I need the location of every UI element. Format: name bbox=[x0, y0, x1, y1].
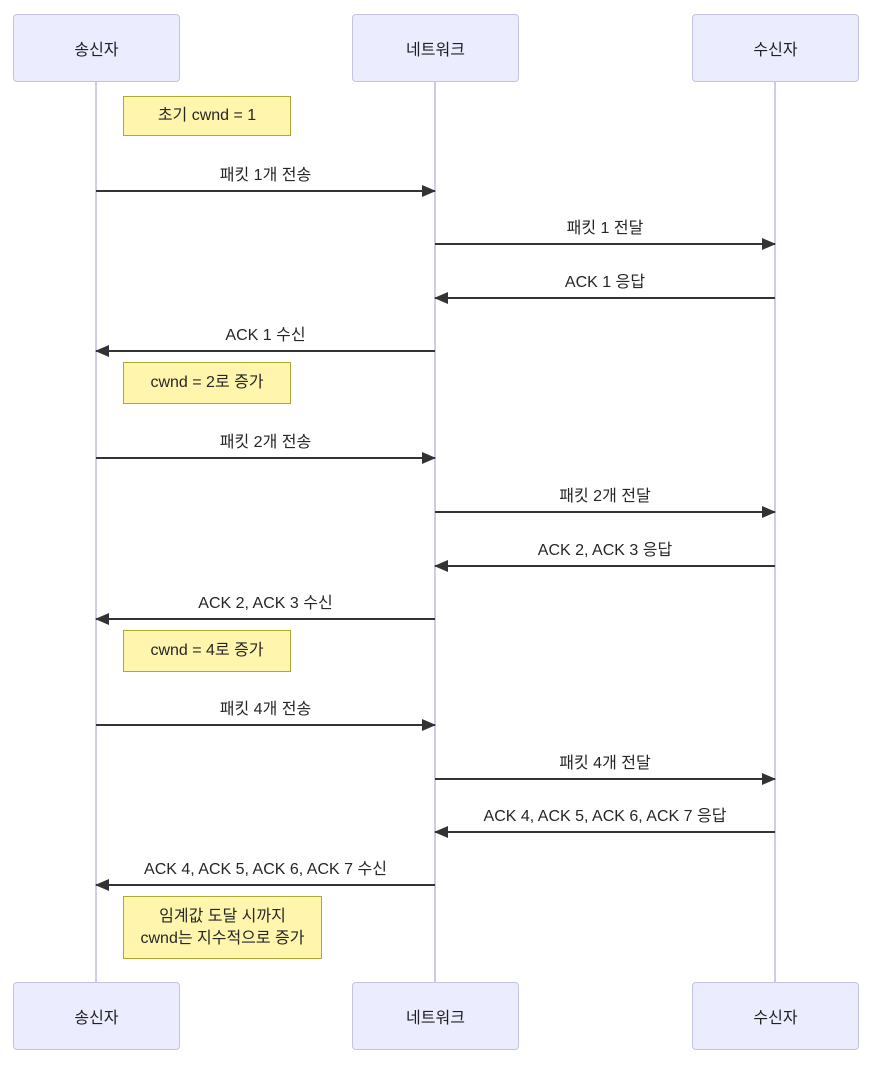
note-initial-cwnd: 초기 cwnd = 1 bbox=[123, 96, 291, 136]
message-arrow-line bbox=[96, 618, 435, 620]
message-label: 패킷 2개 전달 bbox=[559, 488, 651, 505]
arrowhead-right-icon bbox=[422, 452, 436, 464]
message-arrow-line bbox=[96, 350, 435, 352]
message-arrow-line bbox=[435, 243, 775, 245]
note-text: 초기 cwnd = 1 bbox=[157, 107, 257, 125]
message-arrow-line bbox=[96, 724, 435, 726]
arrowhead-right-icon bbox=[422, 185, 436, 197]
actor-label: 수신자 bbox=[753, 42, 798, 59]
note-text: 임계값 도달 시까지 cwnd는 지수적으로 증가 bbox=[140, 907, 305, 947]
message-label: ACK 4, ACK 5, ACK 6, ACK 7 수신 bbox=[144, 861, 387, 878]
note-text: cwnd = 2로 증가 bbox=[150, 374, 264, 392]
actor-receiver-top: 수신자 bbox=[692, 14, 859, 82]
arrowhead-left-icon bbox=[95, 879, 109, 891]
message-label: ACK 2, ACK 3 응답 bbox=[537, 542, 673, 559]
arrowhead-right-icon bbox=[762, 773, 776, 785]
actor-label: 송신자 bbox=[74, 42, 119, 59]
arrowhead-left-icon bbox=[434, 292, 448, 304]
arrowhead-left-icon bbox=[95, 613, 109, 625]
lifeline-network bbox=[434, 82, 436, 982]
message-label: 패킷 1개 전송 bbox=[219, 167, 312, 184]
message-label: ACK 1 수신 bbox=[225, 327, 306, 344]
note-cwnd-4: cwnd = 4로 증가 bbox=[123, 630, 291, 672]
arrowhead-left-icon bbox=[95, 345, 109, 357]
note-cwnd-2: cwnd = 2로 증가 bbox=[123, 362, 291, 404]
lifeline-sender bbox=[95, 82, 97, 982]
lifeline-receiver bbox=[774, 82, 776, 982]
actor-label: 송신자 bbox=[74, 1010, 119, 1027]
message-arrow-line bbox=[96, 457, 435, 459]
message-label: 패킷 4개 전송 bbox=[219, 701, 312, 718]
message-arrow-line bbox=[435, 831, 775, 833]
message-label: 패킷 4개 전달 bbox=[559, 755, 651, 772]
actor-network-top: 네트워크 bbox=[352, 14, 519, 82]
arrowhead-left-icon bbox=[434, 826, 448, 838]
message-label: 패킷 1 전달 bbox=[566, 220, 644, 237]
message-arrow-line bbox=[435, 565, 775, 567]
message-label: ACK 1 응답 bbox=[564, 274, 646, 291]
message-label: ACK 4, ACK 5, ACK 6, ACK 7 응답 bbox=[483, 808, 727, 825]
actor-sender-bottom: 송신자 bbox=[13, 982, 180, 1050]
actor-label: 네트워크 bbox=[406, 42, 465, 59]
arrowhead-right-icon bbox=[422, 719, 436, 731]
actor-label: 네트워크 bbox=[406, 1010, 465, 1027]
actor-network-bottom: 네트워크 bbox=[352, 982, 519, 1050]
actor-sender-top: 송신자 bbox=[13, 14, 180, 82]
arrowhead-right-icon bbox=[762, 506, 776, 518]
message-arrow-line bbox=[96, 884, 435, 886]
arrowhead-left-icon bbox=[434, 560, 448, 572]
message-arrow-line bbox=[96, 190, 435, 192]
note-exponential-growth: 임계값 도달 시까지 cwnd는 지수적으로 증가 bbox=[123, 896, 322, 959]
message-label: ACK 2, ACK 3 수신 bbox=[198, 595, 333, 612]
message-label: 패킷 2개 전송 bbox=[219, 434, 312, 451]
note-text: cwnd = 4로 증가 bbox=[150, 642, 264, 660]
message-arrow-line bbox=[435, 297, 775, 299]
arrowhead-right-icon bbox=[762, 238, 776, 250]
message-arrow-line bbox=[435, 778, 775, 780]
actor-label: 수신자 bbox=[753, 1010, 798, 1027]
actor-receiver-bottom: 수신자 bbox=[692, 982, 859, 1050]
message-arrow-line bbox=[435, 511, 775, 513]
